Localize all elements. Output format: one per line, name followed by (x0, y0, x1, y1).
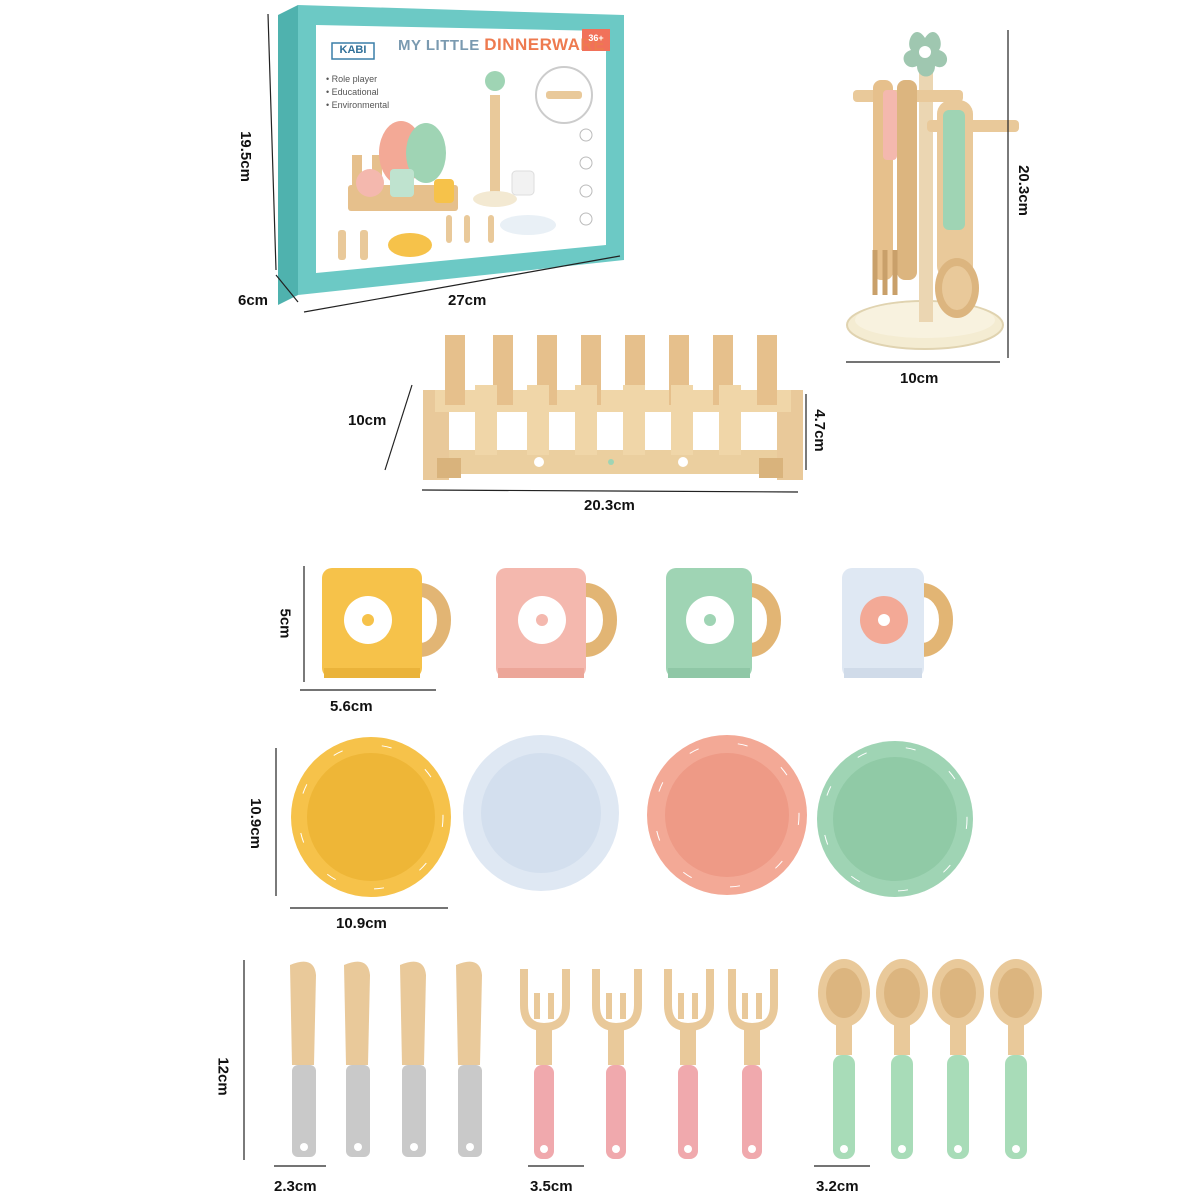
plate-salmon (647, 735, 807, 895)
spoon-3 (932, 959, 984, 1159)
knife-3 (400, 961, 426, 1157)
box-width-label: 27cm (448, 292, 487, 309)
box-age-badge: 36+ (588, 33, 604, 43)
utensil-stand (846, 31, 1019, 350)
spoon-1 (818, 959, 870, 1159)
stand-width-label: 10cm (900, 370, 939, 387)
plate-yellow (291, 737, 451, 897)
spoon-2 (876, 959, 928, 1159)
utensil-length-label: 12cm (214, 1057, 232, 1096)
cups-row (322, 568, 953, 678)
product-box: KABI MY LITTLE DINNERWARE 36+ • Role pla… (268, 5, 630, 305)
box-feature-1: • Role player (326, 74, 378, 84)
box-brand: KABI (339, 44, 367, 56)
spoon-4 (990, 959, 1042, 1159)
fork-1 (520, 969, 570, 1159)
box-title: MY LITTLE DINNERWARE (398, 35, 605, 55)
plate-blue (463, 735, 619, 891)
plates-row (291, 735, 973, 897)
fork-2 (592, 969, 642, 1159)
fork-3 (664, 969, 714, 1159)
knife-2 (344, 961, 370, 1157)
cup-yellow (322, 568, 451, 678)
cup-width-label: 5.6cm (330, 698, 373, 715)
box-feature-3: • Environmental (326, 100, 390, 110)
dish-rack (423, 335, 803, 480)
box-feature-list: • Role player • Educational • Environmen… (326, 73, 389, 112)
cup-blue (842, 568, 953, 678)
product-box-shape (278, 5, 624, 305)
plate-mint (817, 741, 973, 897)
fork-4 (728, 969, 778, 1159)
cup-pink (496, 568, 617, 678)
rack-depth-label: 10cm (348, 412, 387, 429)
rack-width-label: 20.3cm (584, 497, 635, 514)
knife-4 (456, 961, 482, 1157)
box-title-main: DINNERWARE (484, 35, 606, 54)
spoon-width-label: 3.2cm (816, 1178, 859, 1195)
box-feature-2: • Educational (326, 87, 379, 97)
plate-width-label: 10.9cm (336, 915, 387, 932)
fork-width-label: 3.5cm (530, 1178, 573, 1195)
knife-1 (290, 961, 316, 1157)
box-depth-label: 6cm (238, 292, 269, 309)
utensils-row (290, 959, 1042, 1159)
knife-width-label: 2.3cm (274, 1178, 317, 1195)
box-title-prefix: MY LITTLE (398, 37, 480, 54)
cup-mint (666, 568, 781, 678)
